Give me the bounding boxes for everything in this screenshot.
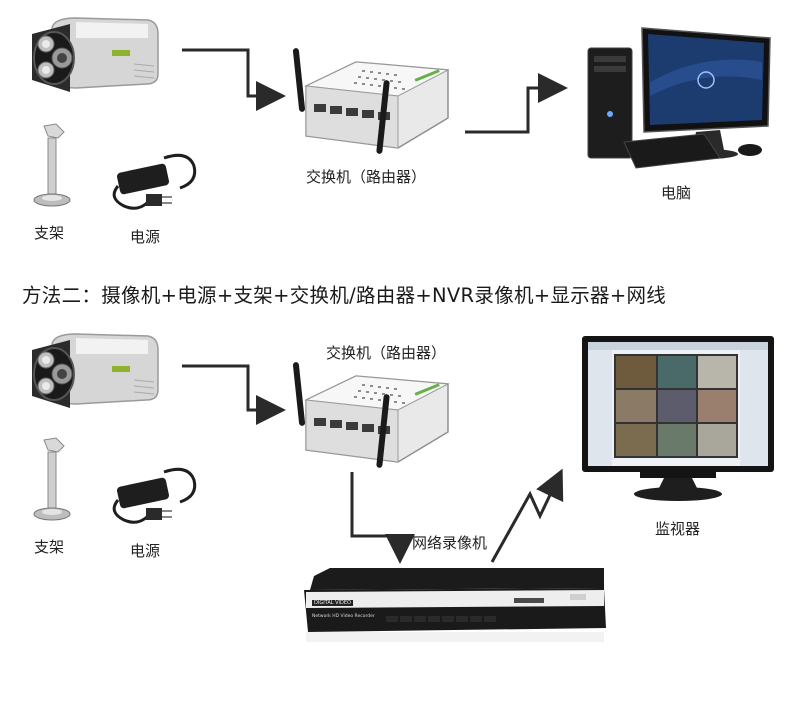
arrow-nvr-to-monitor	[490, 468, 564, 563]
label-pc: 电脑	[661, 184, 692, 202]
arrow-router-to-pc	[465, 73, 568, 134]
camera-icon	[32, 17, 159, 92]
label-power-bottom: 电源	[130, 542, 161, 560]
router-icon	[292, 48, 450, 154]
nvr-model-label: Network HD Video Recorder	[312, 614, 375, 619]
label-router-bottom: 交换机（路由器）	[326, 344, 447, 362]
power-adapter-icon	[112, 467, 197, 524]
camera-icon	[32, 333, 159, 408]
power-adapter-icon	[112, 153, 197, 210]
monitor-icon	[582, 336, 774, 501]
router-icon	[292, 362, 450, 468]
arrow-camera-to-router-top	[182, 48, 286, 111]
label-bracket-top: 支架	[34, 224, 65, 242]
nvr-brand-label: DIGITAL VIDEO	[312, 600, 353, 606]
label-router-top: 交换机（路由器）	[306, 168, 427, 186]
label-monitor: 监视器	[655, 520, 701, 538]
label-power-top: 电源	[130, 228, 161, 246]
label-bracket-bottom: 支架	[34, 538, 65, 556]
nvr-device: DIGITAL VIDEO Network HD Video Recorder	[300, 566, 610, 646]
bracket-icon	[33, 123, 71, 207]
bracket-icon	[33, 437, 71, 521]
arrow-camera-to-router-bottom	[182, 364, 286, 425]
label-nvr: 网络录像机	[412, 534, 488, 552]
method2-title: 方法二：摄像机+电源+支架+交换机/路由器+NVR录像机+显示器+网线	[22, 284, 667, 307]
arrow-router-to-nvr	[350, 472, 415, 564]
nvr-icon	[304, 568, 606, 642]
desktop-computer-icon	[587, 27, 771, 169]
